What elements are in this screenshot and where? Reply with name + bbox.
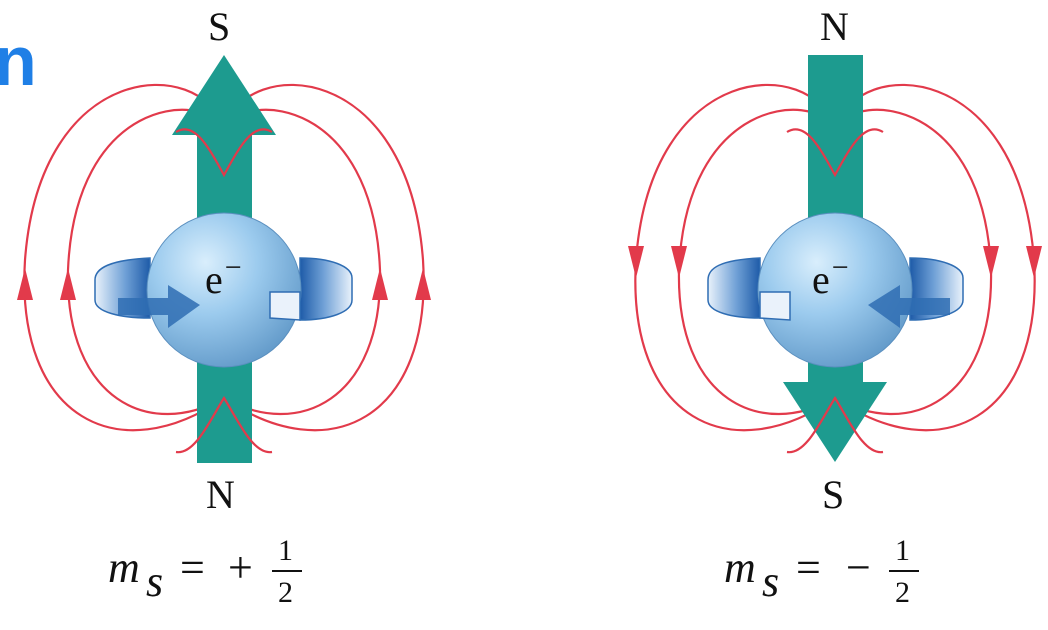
spin-rotation-arrow-icon [118,285,301,328]
top-pole-label: N [820,4,849,49]
electron-label: e− [812,251,849,302]
fraction-denominator: 2 [278,576,293,609]
electron-charge: − [832,251,849,284]
fraction-numerator: 1 [895,534,910,567]
spin-rotation-arrow-icon [759,285,950,328]
title-fragment: n [0,22,37,100]
top-pole-label: S [208,4,230,49]
electron-sphere-icon [757,212,913,368]
electron-charge: − [225,251,242,284]
panel-spin-up: e− S N m s = + 1 2 [17,4,431,609]
bottom-pole-label: S [822,472,844,517]
spin-quantum-number-equation: m s = + 1 2 [108,534,302,609]
quantum-symbol: m [724,543,756,592]
sign: + [228,543,253,592]
electron-sphere-icon [146,212,302,368]
fraction-denominator: 2 [895,576,910,609]
panel-spin-down: e− N S m s = − 1 2 [628,4,1042,609]
electron-label: e− [205,251,242,302]
equals-sign: = [180,543,205,592]
quantum-subscript: s [762,557,779,606]
magnetic-field-lines-icon [17,83,431,432]
spin-ribbon-back [707,257,761,319]
quantum-subscript: s [146,557,163,606]
bottom-pole-label: N [206,472,235,517]
spin-ribbon-back-right [299,257,353,321]
magnetic-field-lines-icon [628,83,1042,432]
spin-quantum-number-equation: m s = − 1 2 [724,534,919,609]
quantum-symbol: m [108,543,140,592]
fraction-numerator: 1 [278,534,293,567]
sign: − [846,543,871,592]
equals-sign: = [796,543,821,592]
